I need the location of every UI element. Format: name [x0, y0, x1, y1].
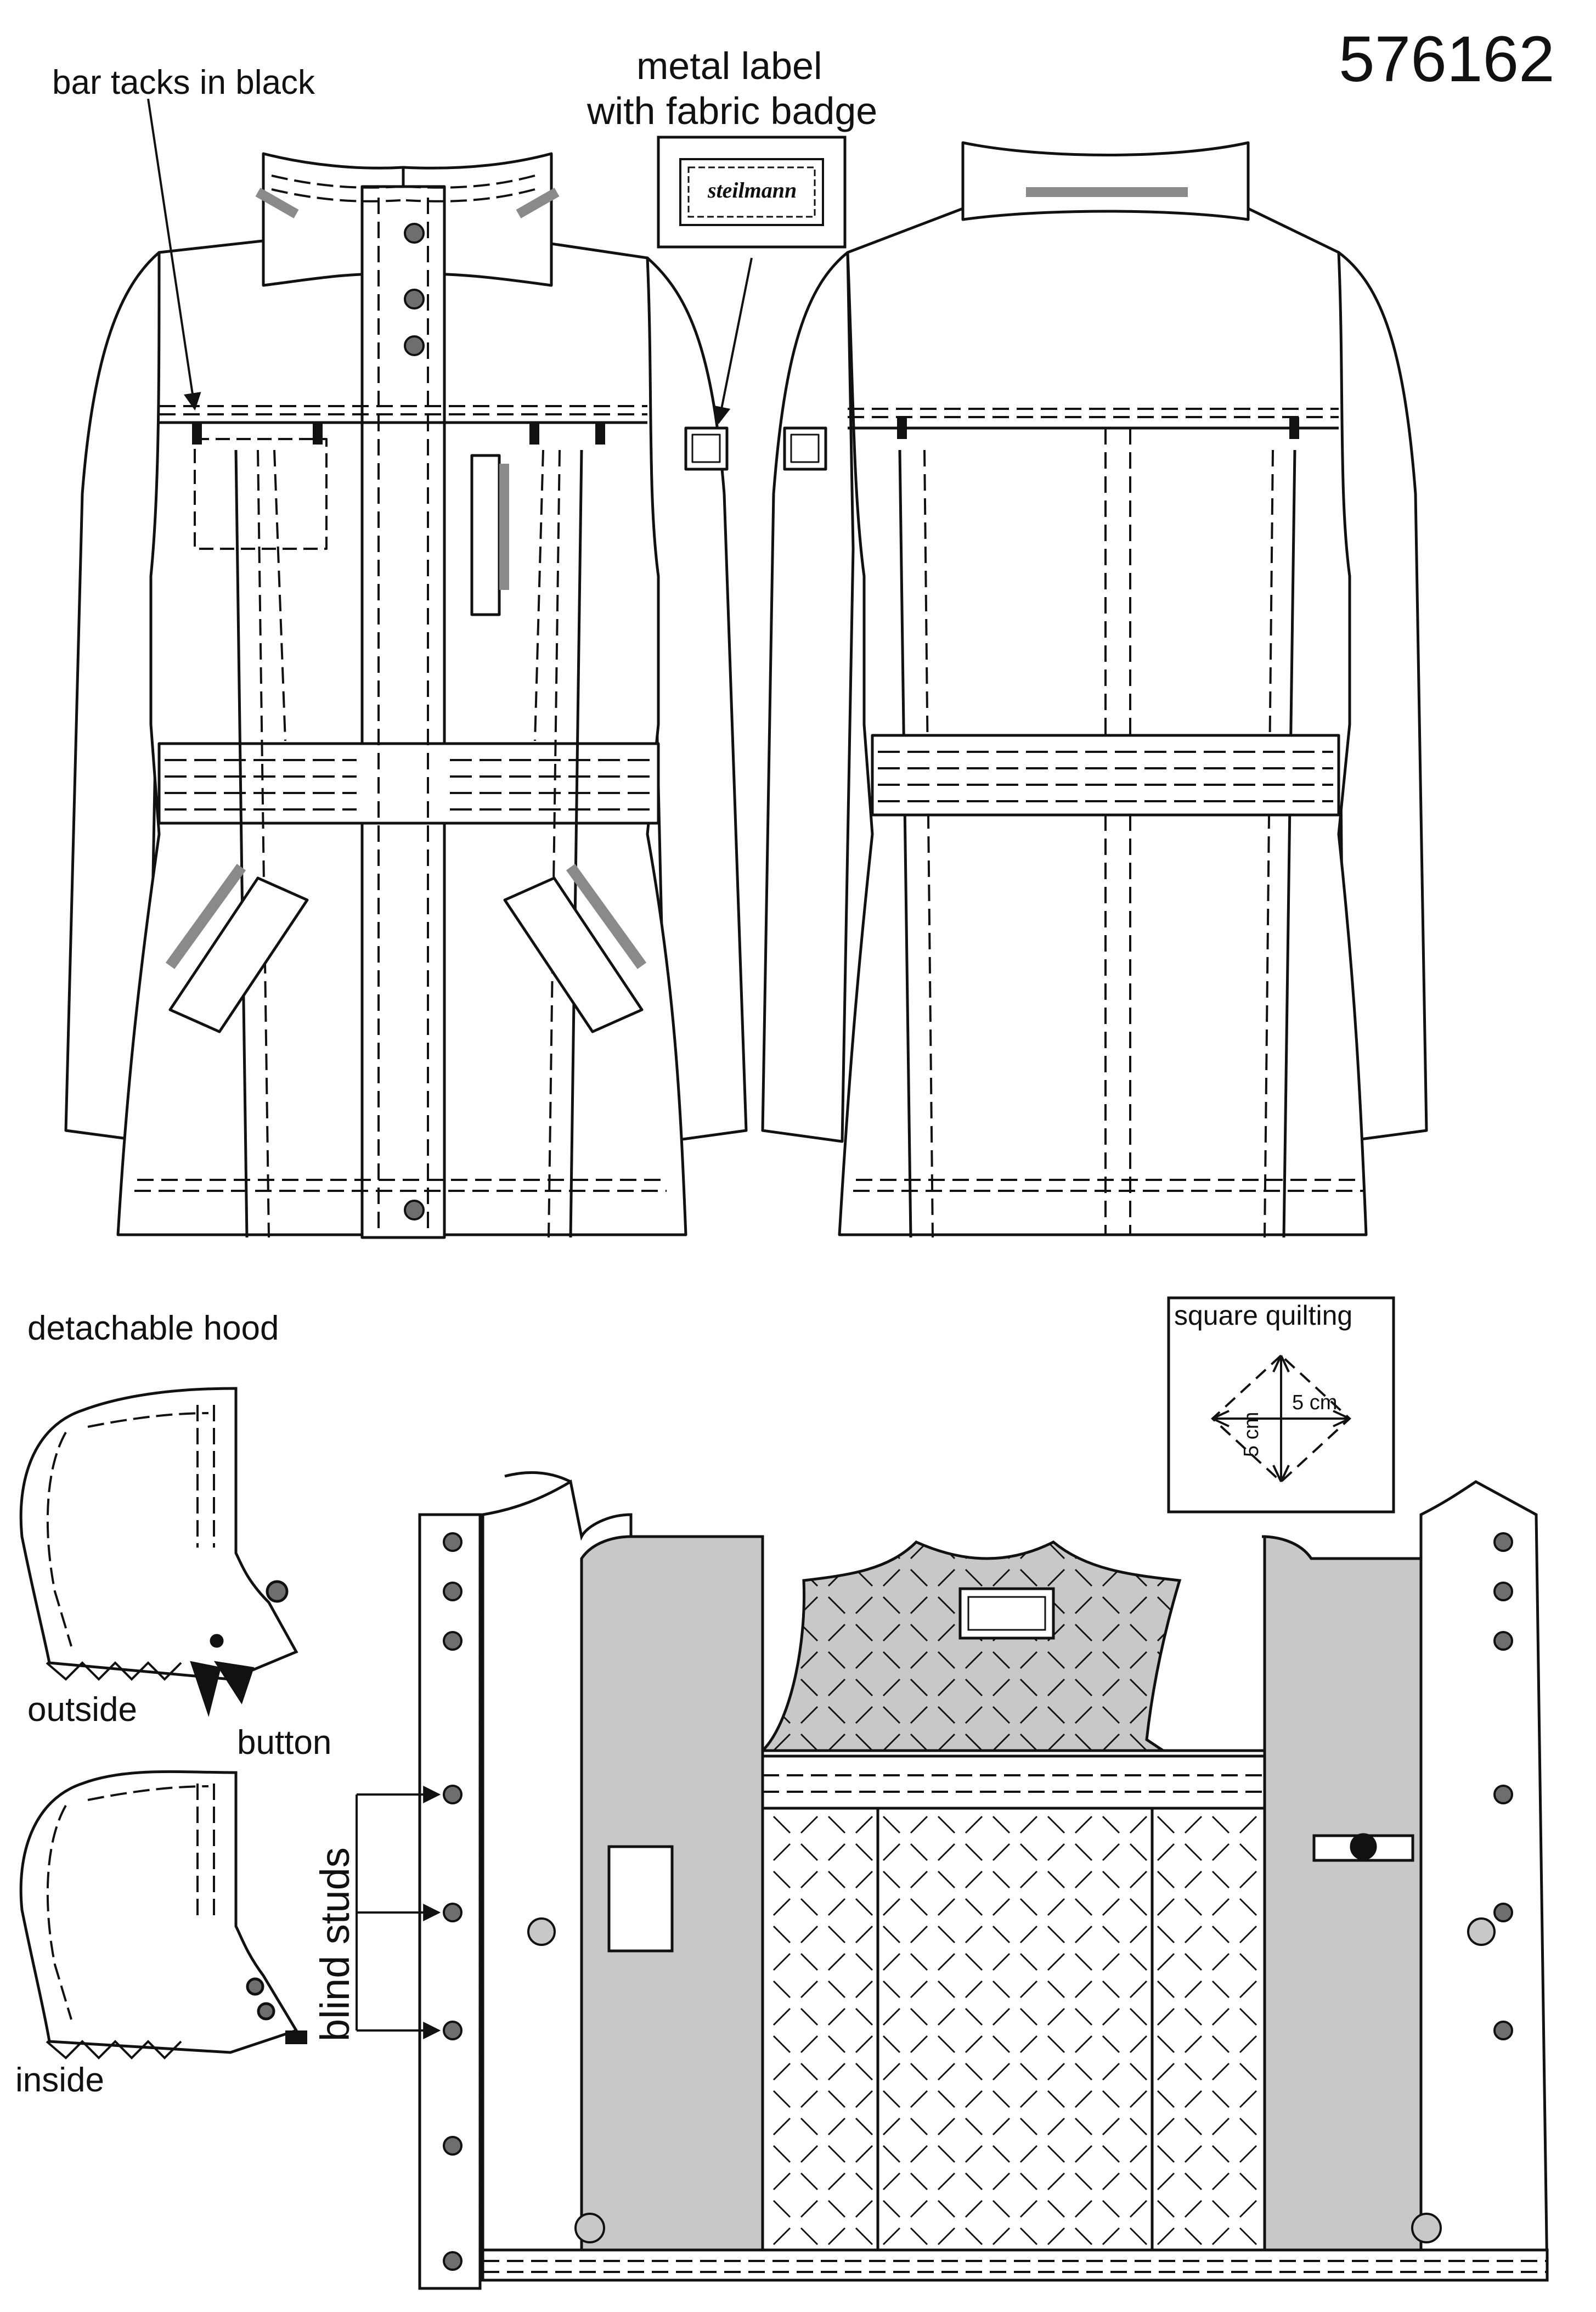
hood-outside [19, 1387, 298, 1717]
front-chest-pocket [194, 438, 328, 550]
back-view [761, 141, 1428, 1238]
right-front-shell [1419, 1480, 1549, 2279]
front-placket [360, 185, 446, 1239]
callout-arrows [147, 98, 753, 425]
metal-label-callout-line1: metal label [636, 44, 822, 87]
style-number: 576162 [1339, 23, 1555, 95]
square-quilting-title: square quilting [1174, 1300, 1353, 1331]
left-placket-strip [418, 1513, 482, 2290]
back-bar-tacks [897, 417, 1299, 439]
back-collar [961, 141, 1250, 221]
metal-label-badge [657, 136, 847, 249]
inside-callout: inside [15, 2061, 104, 2099]
bar-tacks-callout: bar tacks in black [52, 64, 315, 102]
front-right-sleeve [646, 256, 748, 1143]
outside-callout: outside [27, 1691, 137, 1729]
inner-pocket [607, 1845, 674, 1953]
front-lower-pockets [165, 864, 647, 1033]
detachable-hood-callout: detachable hood [27, 1309, 279, 1347]
metal-label-callout-line2: with fabric badge [587, 89, 878, 132]
back-waistband [871, 734, 1340, 817]
front-view [64, 152, 748, 1239]
hood-inside [19, 1770, 307, 2060]
right-lining-panel [1261, 1535, 1423, 2279]
front-waistband [157, 742, 660, 825]
badge-text: steilmann [708, 178, 797, 202]
quilting-dim-vertical: 5 cm [1240, 1411, 1263, 1457]
lining-view [418, 1471, 1549, 2290]
front-bar-tacks [192, 423, 605, 445]
lining-hem-band [481, 2248, 1549, 2282]
lower-quilted-panel [761, 1749, 1266, 2279]
drawcord-eyelets [527, 1917, 1496, 2243]
front-left-sleeve [64, 251, 161, 1143]
blind-studs-bracket [356, 1786, 441, 2039]
blind-studs-callout: blind studs [312, 1847, 358, 2041]
back-right-sleeve [1337, 251, 1428, 1143]
back-body [838, 207, 1368, 1236]
square-quilting-box [1167, 1296, 1395, 1514]
blind-studs-left [443, 1532, 463, 2271]
button-callout: button [237, 1724, 332, 1762]
quilting-dim-horizontal: 5 cm [1292, 1391, 1338, 1414]
front-buttons [404, 223, 425, 1220]
back-left-sleeve [761, 251, 855, 1143]
